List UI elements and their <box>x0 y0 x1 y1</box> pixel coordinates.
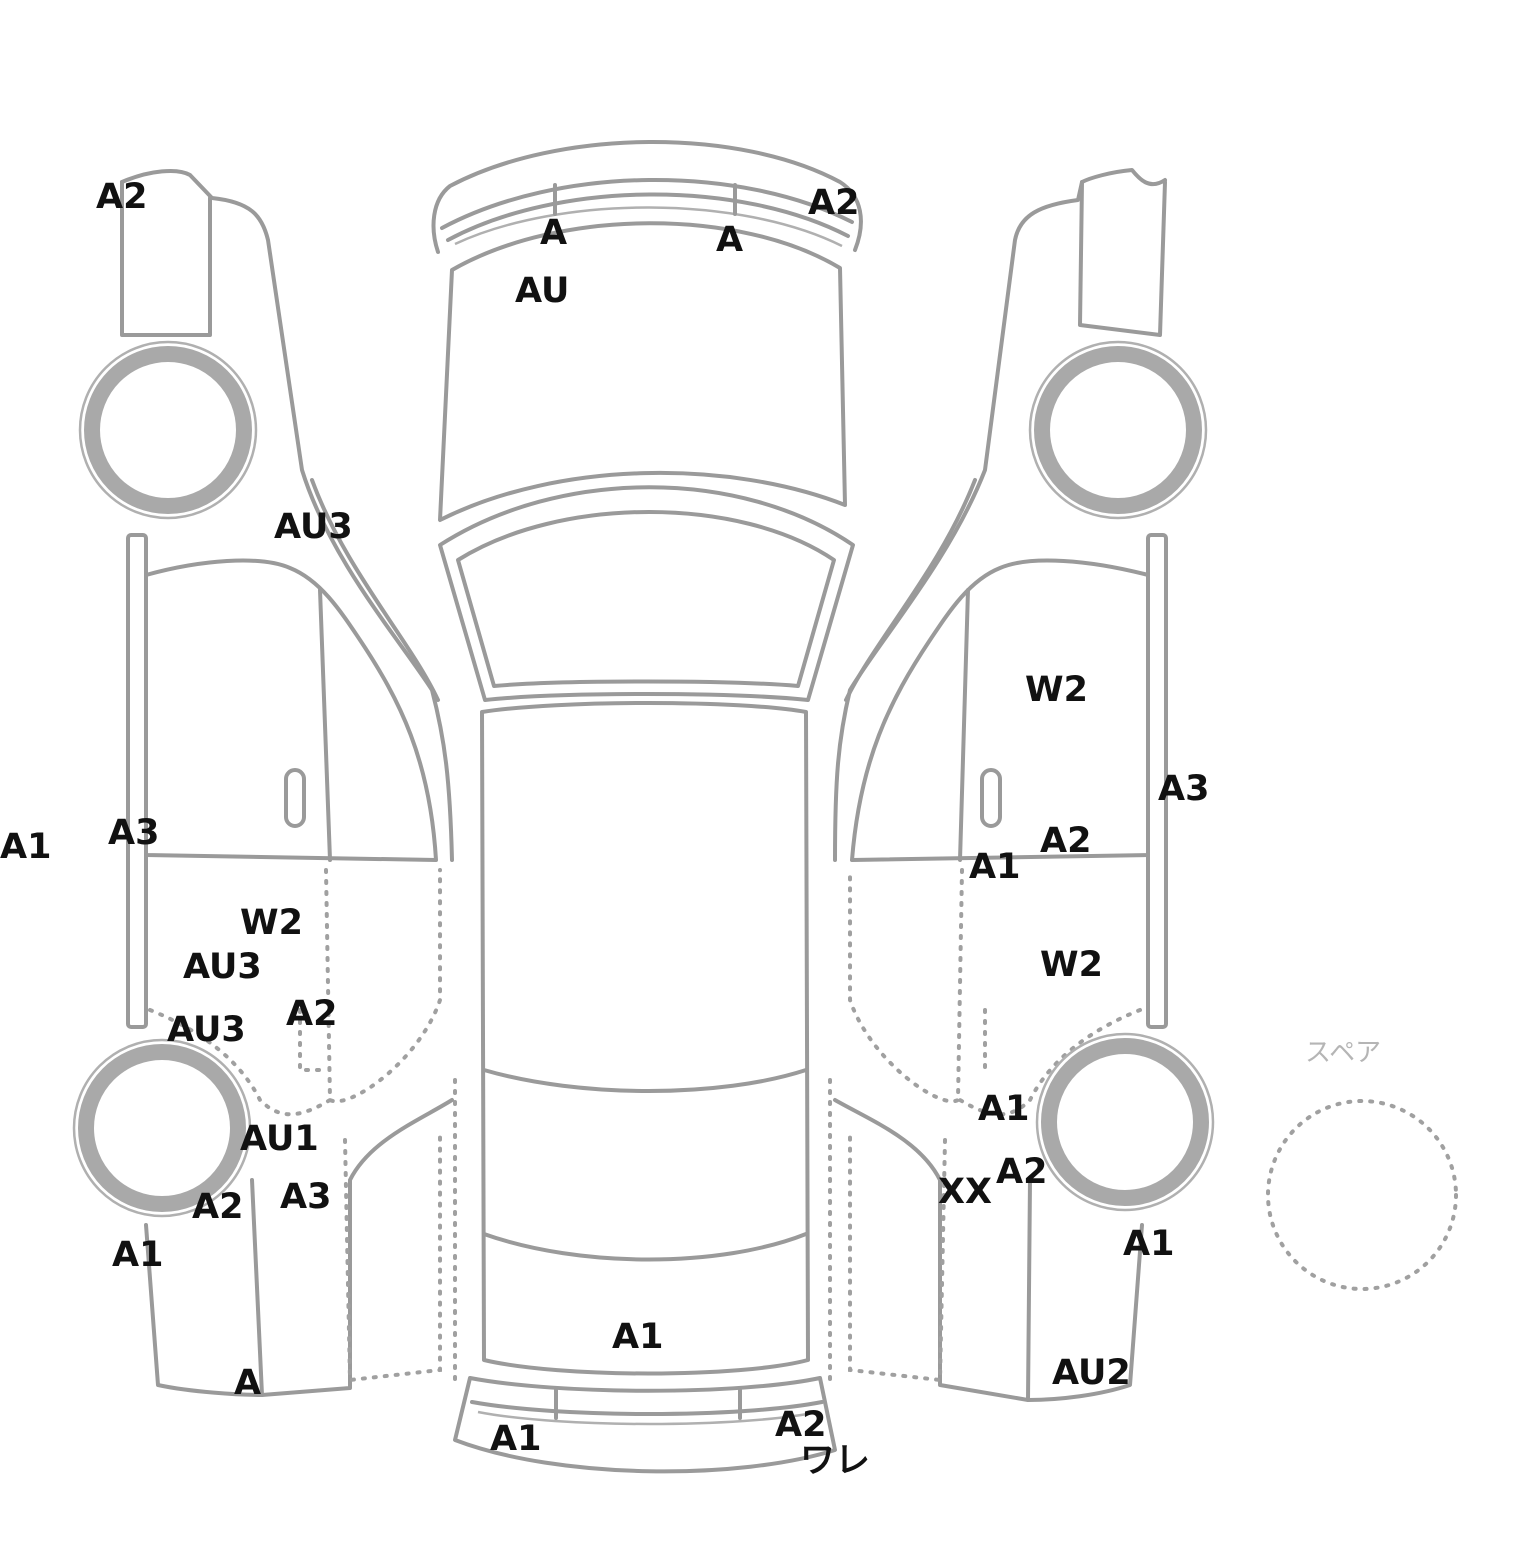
right-front-door <box>850 558 1150 862</box>
damage-mark-right-rear-door: W2 <box>1040 945 1103 985</box>
damage-mark-front-bumper-2: A <box>716 220 744 260</box>
damage-mark-right-door-split-1: A2 <box>1040 821 1092 861</box>
damage-mark-left-rear-bumper-2: A <box>234 1363 262 1403</box>
damage-mark-rear-bumper-3: ワレ <box>800 1441 871 1481</box>
damage-mark-left-rear-fender-3: A2 <box>192 1187 244 1227</box>
hood-outline <box>438 221 847 522</box>
damage-mark-left-rear-door-2: AU3 <box>183 947 262 987</box>
left-side-view <box>72 169 457 1397</box>
damage-mark-left-rocker: A3 <box>108 813 160 853</box>
damage-mark-left-rear-fender-1: AU1 <box>240 1119 319 1159</box>
damage-mark-right-front-door: W2 <box>1025 670 1088 710</box>
right-side-view <box>828 168 1215 1402</box>
damage-mark-right-rear-fender-2: A2 <box>996 1152 1048 1192</box>
damage-mark-front-bumper-3: A2 <box>808 183 860 223</box>
damage-mark-left-edge: A1 <box>0 827 52 867</box>
roof-outline <box>480 701 810 1376</box>
right-rear-tire <box>1041 1038 1209 1206</box>
damage-mark-right-rocker: A3 <box>1158 769 1210 809</box>
left-sill <box>126 533 148 1029</box>
rear-bumper <box>453 1376 837 1474</box>
front-bumper <box>431 140 863 254</box>
damage-mark-left-a-pillar: AU3 <box>274 507 353 547</box>
windshield <box>438 485 855 702</box>
spare-tire-label: スペア <box>1305 1038 1382 1068</box>
damage-mark-left-rear-door-3: AU3 <box>167 1010 246 1050</box>
damage-mark-hood: AU <box>515 271 570 311</box>
right-front-fender <box>833 168 1167 862</box>
damage-mark-right-rear-bumper-2: AU2 <box>1052 1353 1131 1393</box>
top-view-car <box>431 140 863 1474</box>
damage-mark-rear-bumper-2: A2 <box>775 1405 827 1445</box>
spare-tire-outline <box>1266 1099 1458 1291</box>
damage-mark-right-rear-fender-3: XX <box>938 1172 992 1212</box>
damage-mark-rear-bumper-1: A1 <box>490 1419 542 1459</box>
damage-mark-right-door-split-2: A1 <box>969 847 1021 887</box>
left-rear-tire <box>78 1044 246 1212</box>
damage-mark-right-rear-fender-1: A1 <box>978 1089 1030 1129</box>
damage-mark-left-front-fender-top: A2 <box>96 177 148 217</box>
damage-mark-right-rear-bumper-1: A1 <box>1123 1224 1175 1264</box>
left-front-door <box>144 558 438 862</box>
left-front-fender <box>120 169 454 862</box>
damage-mark-trunk: A1 <box>612 1317 664 1357</box>
damage-mark-left-rear-door-1: W2 <box>240 903 303 943</box>
damage-mark-left-rear-bumper-1: A1 <box>112 1235 164 1275</box>
damage-mark-front-bumper-1: A <box>540 213 568 253</box>
left-front-tire <box>84 346 252 514</box>
right-front-tire <box>1034 346 1202 514</box>
damage-mark-left-rear-fender-2: A3 <box>280 1177 332 1217</box>
damage-mark-left-rear-door-4: A2 <box>286 994 338 1034</box>
